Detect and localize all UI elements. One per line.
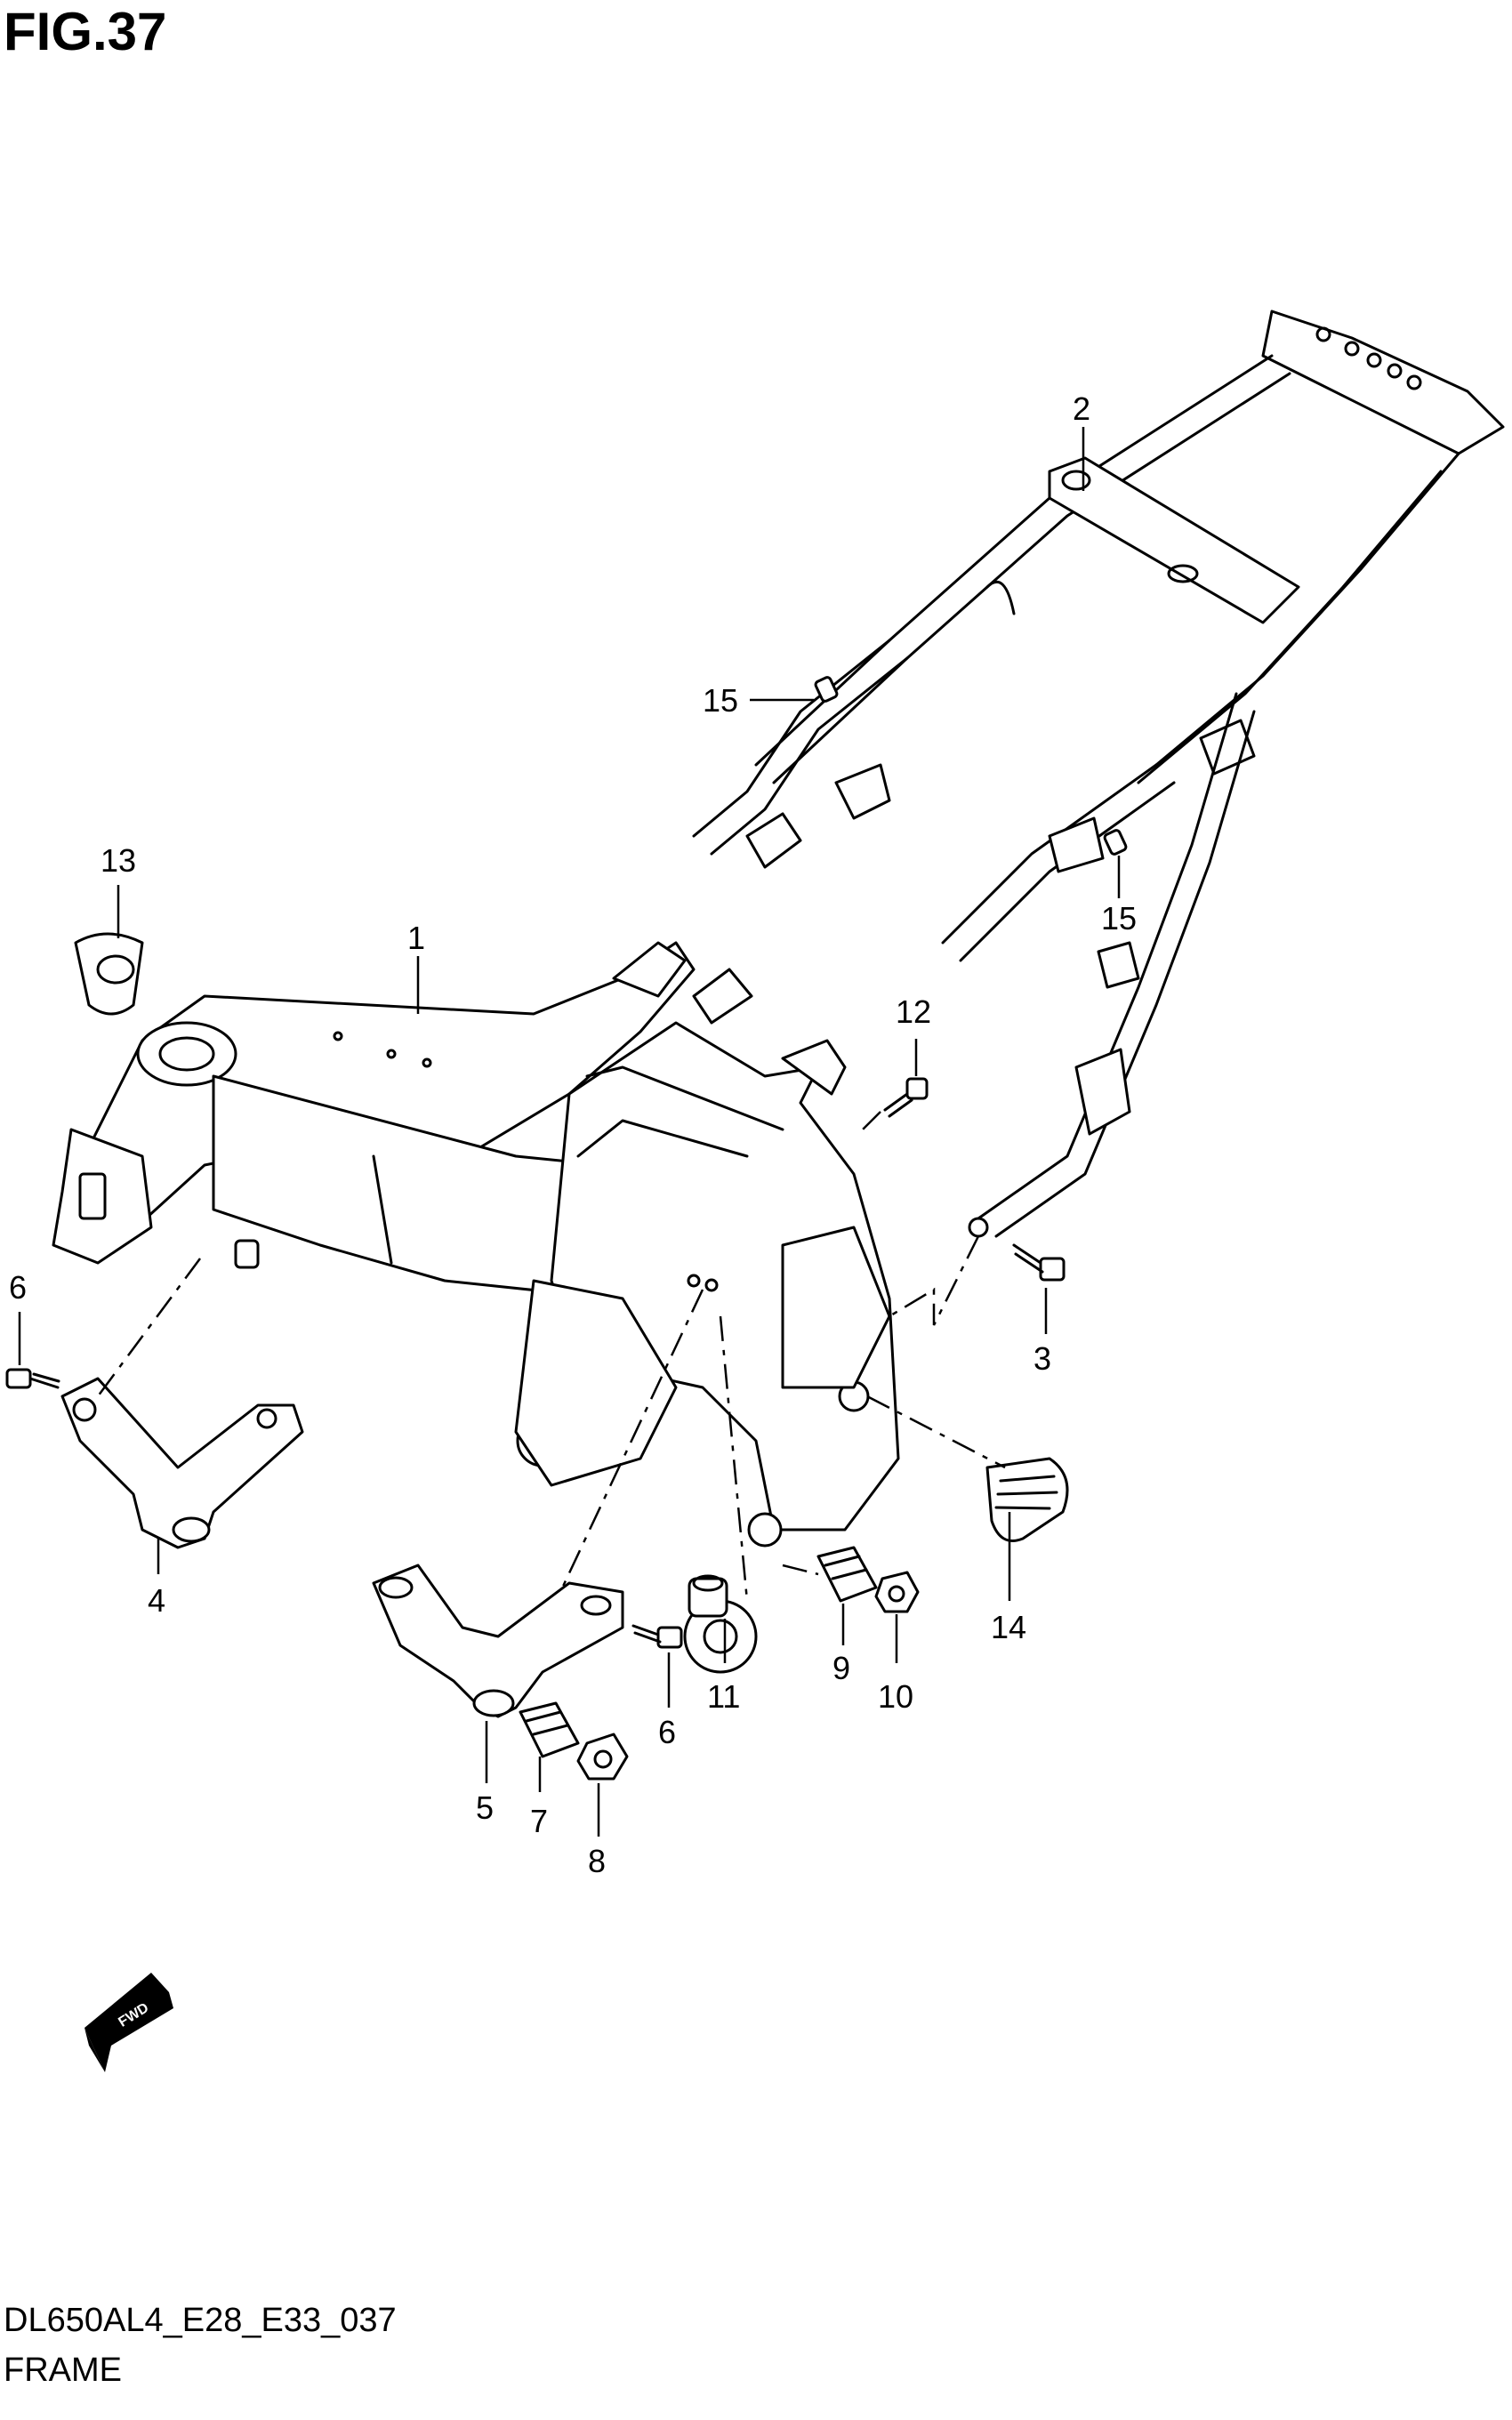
callout-1: 1 (407, 920, 425, 956)
rear-subframe-part-2[interactable] (692, 310, 1505, 1238)
figure-title: FIG.37 (4, 2, 167, 61)
bolt-part-6-left[interactable] (5, 1368, 60, 1389)
main-frame-part-1[interactable] (52, 941, 900, 1674)
plate-part-14[interactable] (985, 1457, 1069, 1542)
engine-bracket-part-5[interactable] (372, 1564, 624, 1718)
nut-part-10[interactable] (874, 1571, 920, 1613)
callout-5: 5 (476, 1789, 494, 1826)
nut-part-8[interactable] (576, 1733, 629, 1781)
section-name: FRAME (4, 2352, 122, 2389)
bolt-part-3[interactable] (1012, 1243, 1066, 1282)
cap-part-13[interactable] (74, 932, 144, 1016)
callout-2: 2 (1073, 390, 1090, 427)
spacer-part-7[interactable] (519, 1701, 580, 1758)
callout-15-lower: 15 (1101, 900, 1137, 937)
callout-3: 3 (1033, 1340, 1051, 1377)
callout-numbers: 1 2 3 4 5 6 6 7 8 9 10 11 12 13 14 15 15 (9, 390, 1137, 1879)
bolt-part-12[interactable] (883, 1077, 929, 1118)
callout-11: 11 (707, 1678, 740, 1715)
bushing-part-11[interactable] (688, 1574, 728, 1618)
callout-6-left: 6 (9, 1269, 27, 1306)
callout-4: 4 (148, 1582, 165, 1619)
callout-9: 9 (832, 1650, 850, 1686)
leader-lines (18, 427, 1121, 1837)
callout-10: 10 (878, 1678, 913, 1715)
plug-part-15-upper[interactable] (814, 676, 839, 703)
callout-6-right: 6 (658, 1714, 676, 1750)
alignment-lines (96, 1111, 1006, 1602)
callout-12: 12 (896, 993, 931, 1030)
spacer-part-9[interactable] (816, 1546, 878, 1603)
engine-bracket-part-4[interactable] (60, 1377, 304, 1549)
fwd-direction-marker: FWD (84, 1973, 173, 2072)
callout-13: 13 (101, 842, 136, 879)
callout-8: 8 (588, 1843, 606, 1879)
callout-15-upper: 15 (703, 682, 738, 719)
model-code: DL650AL4_E28_E33_037 (4, 2302, 397, 2339)
callout-7: 7 (530, 1803, 548, 1839)
plug-part-15-lower[interactable] (1103, 829, 1128, 856)
bolt-part-6-right[interactable] (631, 1624, 683, 1649)
callout-14: 14 (991, 1609, 1026, 1645)
